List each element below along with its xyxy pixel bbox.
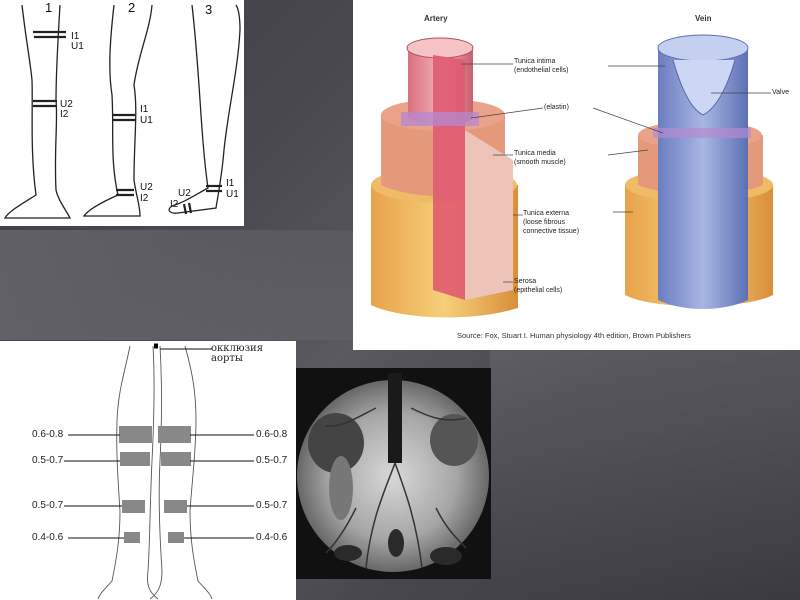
leg2-label-i2: I2 — [140, 193, 149, 204]
artery-drawing — [371, 37, 518, 318]
label-tunica-externa-sub2: connective tissue) — [523, 228, 580, 235]
left-index-3: 0.5-0.7 — [32, 500, 64, 511]
stenosis-cuff-right-1 — [158, 426, 191, 443]
occlusion-title: окклюзия аорты — [211, 344, 263, 364]
label-elastin: (elastin) — [544, 104, 569, 111]
stenosis-cuff-left-4 — [124, 532, 140, 543]
label-valve: Valve — [772, 89, 789, 96]
stenosis-cuff-right-3 — [164, 500, 187, 513]
leg3-label-i2: I2 — [170, 199, 179, 210]
label-tunica-externa-sub1: (loose fibrous — [523, 219, 566, 226]
artery-title: Artery — [424, 14, 448, 23]
right-index-1: 0.6-0.8 — [256, 429, 288, 440]
left-index-2: 0.5-0.7 — [32, 455, 64, 466]
leg1-label-i1: I1 — [71, 31, 80, 42]
figure-source: Source: Fox, Stuart I. Human physiology … — [457, 331, 691, 340]
legs-electrode-figure: 1 2 3 I1 U1 U2 I2 I1 U1 U2 I2 I1 U1 U2 I… — [0, 0, 244, 226]
left-index-4: 0.4-0.6 — [32, 532, 64, 543]
leg-number-3: 3 — [205, 2, 213, 17]
occlusion-title-line1: окклюзия — [211, 343, 264, 354]
leg1-label-u1: U1 — [71, 41, 84, 52]
legs-drawing — [3, 4, 241, 219]
angiogram-drawing — [296, 368, 491, 579]
vein-title: Vein — [695, 14, 712, 23]
aorta-shadow — [388, 373, 402, 463]
leg-number-1: 1 — [45, 0, 53, 15]
label-serosa: Serosa — [514, 278, 537, 285]
leg1-label-i2: I2 — [60, 109, 69, 120]
stenosis-cuff-left-3 — [122, 500, 145, 513]
vessel-illustration — [371, 34, 773, 318]
leg3-label-u2: U2 — [178, 188, 191, 199]
vein-drawing — [625, 34, 773, 309]
stenosis-cuff-right-2 — [161, 452, 191, 466]
leg-number-2: 2 — [128, 0, 136, 15]
artery-vein-figure: Artery Vein Tunica intima (endothelial c… — [353, 0, 800, 350]
aortic-occlusion-figure: окклюзия аорты 0.6-0.8 0.5-0.7 0.5-0.7 0… — [0, 341, 296, 600]
label-serosa-sub: (epithelial cells) — [514, 287, 563, 294]
left-index-1: 0.6-0.8 — [32, 429, 64, 440]
background-stripe-lower — [490, 350, 800, 600]
legs-outline-drawing — [64, 343, 254, 600]
label-tunica-media-sub: (smooth muscle) — [514, 159, 566, 166]
stenosis-cuff-left-1 — [119, 426, 152, 443]
occlusion-title-line2: аорты — [211, 353, 243, 364]
stenosis-cuff-left-2 — [120, 452, 150, 466]
right-index-2: 0.5-0.7 — [256, 455, 288, 466]
label-tunica-media: Tunica media — [514, 150, 556, 157]
leg3-label-i1: I1 — [226, 178, 235, 189]
stenosis-cuff-right-4 — [168, 532, 184, 543]
leg2-label-i1: I1 — [140, 104, 149, 115]
right-index-3: 0.5-0.7 — [256, 500, 288, 511]
label-tunica-externa: Tunica externa — [523, 210, 570, 217]
leg2-label-u2: U2 — [140, 182, 153, 193]
label-tunica-intima: Tunica intima — [514, 58, 556, 65]
leg2-label-u1: U1 — [140, 115, 153, 126]
leg3-label-u1: U1 — [226, 189, 239, 200]
label-tunica-intima-sub: (endothelial cells) — [514, 67, 569, 74]
angiogram-image — [296, 368, 491, 579]
right-index-4: 0.4-0.6 — [256, 532, 288, 543]
leg1-label-u2: U2 — [60, 99, 73, 110]
